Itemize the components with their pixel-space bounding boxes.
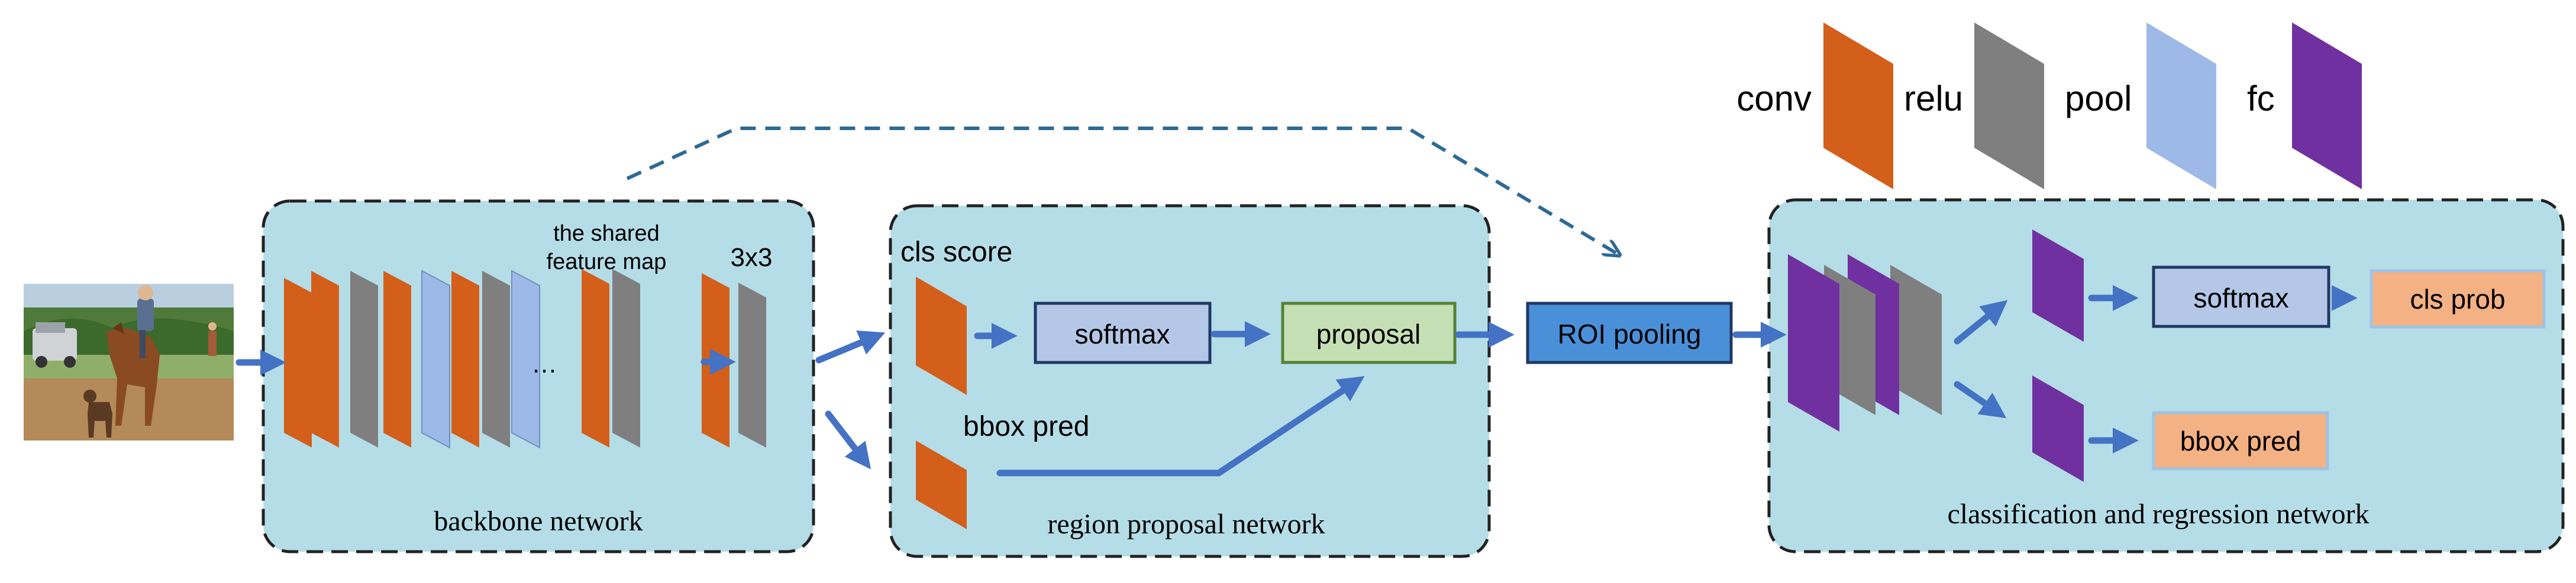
legend-conv-label: conv: [1736, 79, 1812, 118]
cls-score-label: cls score: [900, 237, 1012, 268]
fc-layer: [1788, 254, 1839, 432]
head-region: [1767, 198, 2565, 553]
backbone-title: backbone network: [434, 506, 643, 537]
legend-relu-label: relu: [1904, 79, 1963, 118]
legend-relu-swatch: [1974, 22, 2044, 189]
legend-pool-label: pool: [2065, 79, 2132, 118]
rpn-softmax-label: softmax: [1074, 319, 1170, 349]
fc-cls-layer: [2032, 229, 2084, 342]
proposal-box: [1281, 302, 1457, 364]
relu-layer: [482, 271, 510, 448]
kernel-size-label: 3x3: [731, 243, 773, 272]
proposal-label: proposal: [1316, 319, 1421, 349]
arrow-to-cls: [815, 330, 886, 364]
roi-pooling-box: [1526, 302, 1733, 364]
roi-pooling-label: ROI pooling: [1558, 319, 1702, 349]
relu-layer: [1890, 265, 1942, 415]
fc-bbox-layer: [2032, 375, 2084, 482]
shared-feature-dashed-arrow: [626, 127, 1618, 254]
pool-layer: [421, 270, 450, 449]
rpn-bbox-pred-label: bbox pred: [963, 411, 1090, 442]
pool-layer: [511, 270, 540, 449]
shared-feature-label-line1: the shared: [553, 221, 660, 246]
head-softmax-box: [2152, 265, 2330, 328]
arrow-to-fc-cls: [1954, 300, 2008, 345]
cls-score-layer: [916, 277, 967, 395]
head-bbox-pred-label: bbox pred: [2180, 426, 2301, 456]
layers-ellipsis: …: [531, 349, 557, 378]
cls-prob-box: [2370, 269, 2546, 329]
shared-feature-map: [582, 269, 609, 448]
backbone-layers: [284, 269, 766, 449]
arrow-to-fc-bbox: [1954, 381, 2007, 419]
arrow-bbox-to-proposal: [996, 376, 1365, 477]
legend-fc-swatch: [2292, 22, 2362, 189]
bbox-pred-layer: [916, 441, 967, 529]
conv-layer: [383, 271, 411, 448]
head-bbox-pred-box: [2152, 411, 2329, 471]
cls-prob-label: cls prob: [2410, 284, 2505, 315]
shared-feature-label-line2: feature map: [547, 250, 667, 274]
input-image: [24, 284, 234, 441]
rpn-title: region proposal network: [1047, 508, 1325, 540]
relu-layer: [612, 269, 640, 448]
rpn-region: [889, 204, 1491, 558]
conv-layer: [451, 271, 479, 448]
legend-pool-swatch: [2146, 22, 2216, 189]
arrow-to-bbox: [825, 410, 871, 469]
rpn-softmax-box: [1034, 302, 1212, 364]
relu-layer: [350, 271, 378, 448]
legend-conv-swatch: [1823, 22, 1893, 189]
legend-fc-label: fc: [2247, 79, 2275, 118]
head-title: classification and regression network: [1947, 498, 2369, 530]
conv-layer: [284, 278, 312, 448]
head-softmax-label: softmax: [2193, 283, 2288, 313]
conv-layer: [311, 271, 339, 448]
relu-layer: [738, 283, 766, 448]
